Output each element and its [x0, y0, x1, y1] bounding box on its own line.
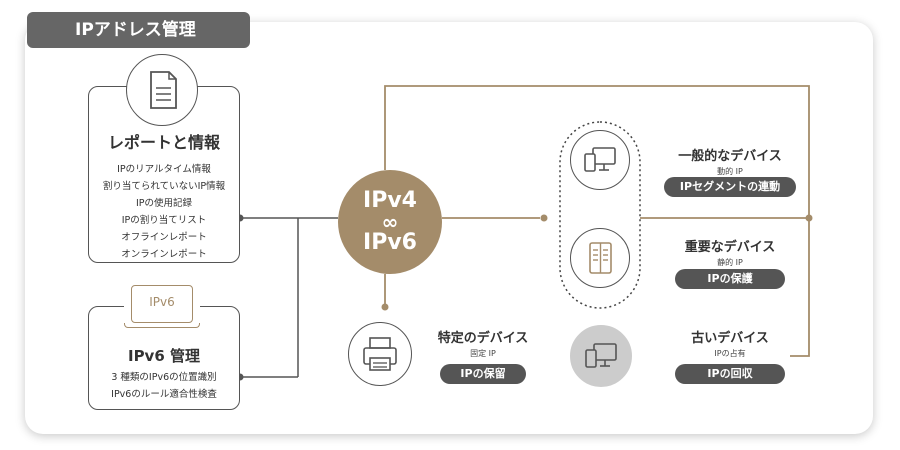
list-item: IPの使用記録: [135, 198, 193, 209]
list-item: IPのリアルタイム情報: [117, 164, 211, 175]
important-device-title: 重要なデバイス: [684, 240, 776, 255]
important-device-sub: 静的 IP: [717, 258, 743, 267]
general-device-sub: 動的 IP: [717, 167, 743, 176]
old-device-title: 古いデバイス: [691, 331, 769, 346]
list-item: オフラインレポート: [121, 232, 207, 243]
general-device-pill: IPセグメントの連動: [664, 177, 796, 197]
infinity-icon: ∞: [381, 210, 399, 234]
specific-device-title: 特定のデバイス: [437, 331, 529, 346]
document-icon: [149, 70, 177, 109]
laptop-screen-label: IPv6: [149, 295, 175, 309]
list-item: IPv6のルール適合性検査: [111, 389, 217, 400]
report-title: レポートと情報: [107, 133, 220, 152]
report-box: レポートと情報 IPのリアルタイム情報 割り当てられていないIP情報 IPの使用…: [88, 86, 240, 263]
ipv4-ipv6-hub: IPv4 ∞ IPv6: [338, 170, 442, 274]
list-item: オンラインレポート: [121, 249, 207, 260]
ipv6-management-title: IPv6 管理: [127, 347, 200, 365]
list-item: IPの割り当てリスト: [121, 215, 207, 226]
general-device-title: 一般的なデバイス: [678, 149, 782, 164]
laptop-icon: IPv6: [124, 281, 200, 331]
specific-device-pill: IPの保留: [440, 364, 526, 384]
old-device-circle: [570, 325, 632, 387]
printer-icon: [362, 336, 397, 371]
general-device-circle: [570, 130, 630, 190]
ipv6-management-list: 3 種類のIPv6の位置識別 IPv6のルール適合性検査: [89, 369, 239, 403]
ipv6-management-box: IPv6 管理 3 種類のIPv6の位置識別 IPv6のルール適合性検査: [88, 306, 240, 410]
page-title: IPアドレス管理: [27, 12, 250, 48]
specific-device-circle: [348, 322, 412, 386]
important-device-pill: IPの保護: [675, 269, 785, 289]
list-item: 3 種類のIPv6の位置識別: [111, 372, 217, 383]
devices-icon: [583, 146, 616, 172]
report-list: IPのリアルタイム情報 割り当てられていないIP情報 IPの使用記録 IPの割り…: [89, 161, 239, 263]
old-device-sub: IPの占有: [714, 349, 746, 358]
list-item: 割り当てられていないIP情報: [102, 181, 226, 192]
devices-icon: [584, 342, 617, 368]
hub-ipv4-label: IPv4: [363, 188, 417, 213]
document-icon-circle: [126, 54, 198, 126]
server-icon: [588, 241, 612, 274]
old-device-pill: IPの回収: [675, 364, 785, 384]
specific-device-sub: 固定 IP: [470, 349, 496, 358]
hub-ipv6-label: IPv6: [363, 230, 417, 255]
important-device-circle: [570, 228, 630, 288]
